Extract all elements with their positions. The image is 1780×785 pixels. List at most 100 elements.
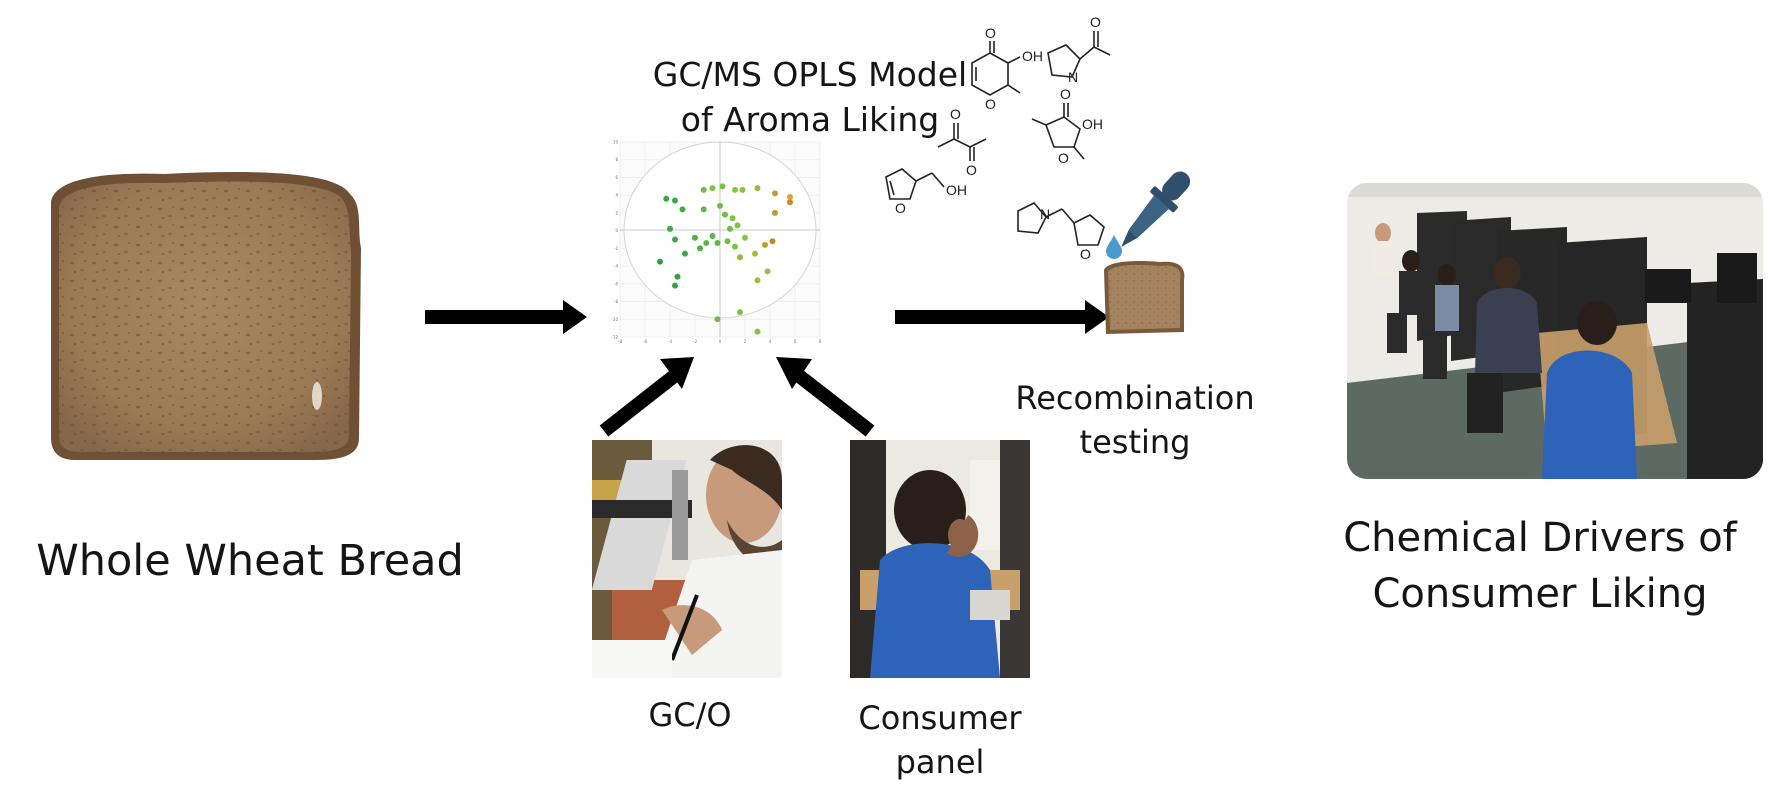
plot-point-35	[787, 193, 793, 200]
gco-label: GC/O	[648, 696, 732, 734]
plot-point-11	[709, 185, 716, 192]
x-tick-label-5: 2	[744, 339, 747, 344]
x-tick-label-4: 0	[719, 339, 722, 344]
x-tick-label-2: -4	[668, 339, 672, 344]
plot-point-0	[663, 195, 670, 202]
furfuryl-alcohol-molecule	[885, 168, 945, 200]
bread-label: Whole Wheat Bread	[36, 536, 464, 586]
plot-point-32	[769, 238, 776, 245]
plot-point-9	[692, 234, 698, 241]
chemical-drivers-line1: Chemical Drivers of	[1343, 515, 1737, 561]
plot-point-27	[732, 243, 738, 250]
diacetyl-molecule	[937, 123, 987, 161]
furaneol-oh-label: OH	[1082, 116, 1103, 132]
plot-point-20	[734, 222, 741, 229]
whole-wheat-bread-image	[51, 172, 361, 461]
consumer-panel-label: Consumer panel	[840, 696, 1040, 784]
plot-x-tick-labels: -8 -6 -4 -2 0 2 4 6 8	[618, 339, 822, 344]
plot-point-33	[772, 209, 778, 216]
plot-point-36	[772, 190, 778, 197]
plot-point-19	[729, 215, 736, 222]
y-tick-label-11: -12	[611, 335, 618, 340]
y-tick-label-1: 8	[615, 157, 618, 162]
maltol-ring-o-label: O	[985, 96, 996, 112]
plot-point-5	[657, 258, 663, 265]
arrow-panel-to-model	[776, 357, 875, 437]
acpy-o-label: O	[1090, 14, 1101, 30]
maltol-o-label: O	[985, 25, 996, 41]
y-tick-label-10: -10	[611, 317, 618, 322]
plot-point-30	[752, 250, 758, 257]
dropper-icon	[1121, 171, 1191, 247]
plot-point-22	[709, 232, 716, 239]
plot-point-28	[742, 234, 748, 241]
y-tick-label-3: 4	[615, 193, 618, 198]
plot-point-23	[703, 240, 710, 247]
plot-point-7	[674, 273, 681, 280]
plot-point-8	[672, 282, 678, 289]
plot-points	[657, 183, 793, 335]
y-tick-label-6: -2	[614, 246, 618, 251]
plot-point-12	[719, 183, 726, 190]
opls-score-plot: 10 8 6 4 2 0 -2 -4 -6 -8 -10 -12 -8 -6 -4 -2 0 2 4 6 8	[611, 140, 822, 345]
plot-point-6	[682, 250, 688, 257]
plot-point-21	[727, 225, 733, 232]
plot-point-15	[754, 185, 761, 192]
diacetyl-o1-label: O	[950, 106, 961, 122]
y-tick-label-7: -4	[614, 264, 618, 269]
plot-point-38	[754, 277, 761, 284]
maltol-molecule	[971, 41, 1021, 96]
arrow-bread-to-model	[425, 300, 587, 334]
furfuryl-oh-label: OH	[946, 182, 967, 198]
plot-point-26	[724, 238, 731, 245]
maltol-oh-label: OH	[1022, 48, 1043, 64]
x-tick-label-1: -6	[643, 339, 647, 344]
plot-point-25	[714, 240, 721, 247]
chemical-drivers-line2: Consumer Liking	[1372, 571, 1708, 617]
y-tick-label-0: 10	[613, 140, 619, 145]
plot-point-14	[739, 186, 746, 193]
plot-point-34	[787, 199, 793, 206]
plot-point-39	[737, 309, 743, 316]
plot-point-40	[714, 316, 721, 323]
plot-point-10	[700, 186, 707, 193]
y-tick-label-9: -8	[614, 299, 618, 304]
consumer-panel-line2: panel	[895, 743, 985, 781]
recombination-line2: testing	[1079, 423, 1191, 461]
furfuryl-o-label: O	[895, 200, 906, 216]
x-tick-label-3: -2	[693, 339, 697, 344]
drop-icon	[1106, 235, 1122, 259]
plot-point-37	[764, 268, 771, 275]
gco-photo	[591, 440, 782, 678]
plot-point-17	[717, 202, 723, 209]
arrow-gco-to-model	[599, 357, 694, 437]
aroma-molecules: O OH O O N O O O OH O O OH N O	[885, 14, 1111, 262]
plot-point-13	[732, 186, 738, 193]
acpy-n-label: N	[1068, 69, 1078, 85]
x-tick-label-8: 8	[819, 339, 822, 344]
model-title-line2: of Aroma Liking	[680, 100, 940, 139]
plot-point-18	[722, 211, 728, 218]
plot-point-3	[667, 225, 673, 232]
plot-point-1	[672, 197, 678, 204]
furaneol-ring-o-label: O	[1058, 150, 1069, 166]
plot-point-41	[754, 328, 761, 335]
bread-slice-small-image	[1104, 260, 1185, 334]
plot-point-29	[737, 254, 743, 261]
x-tick-label-0: -8	[618, 339, 622, 344]
model-title: GC/MS OPLS Model of Aroma Liking	[640, 52, 980, 142]
x-tick-label-7: 6	[794, 339, 797, 344]
recombination-label: Recombination testing	[1010, 376, 1260, 464]
y-tick-label-8: -6	[614, 281, 618, 286]
y-tick-label-5: 0	[615, 228, 618, 233]
pyrrole-n-label: N	[1040, 206, 1050, 222]
chemical-drivers-label: Chemical Drivers of Consumer Liking	[1320, 510, 1760, 622]
acetylpyrroline-molecule	[1047, 31, 1111, 78]
consumer-panel-line1: Consumer	[858, 699, 1022, 737]
x-tick-label-6: 4	[769, 339, 772, 344]
consumer-panel-photo	[850, 440, 1030, 678]
plot-point-2	[679, 206, 686, 213]
pyrrole-furan-o-label: O	[1080, 246, 1091, 262]
sensory-lab-photo	[1347, 183, 1763, 479]
